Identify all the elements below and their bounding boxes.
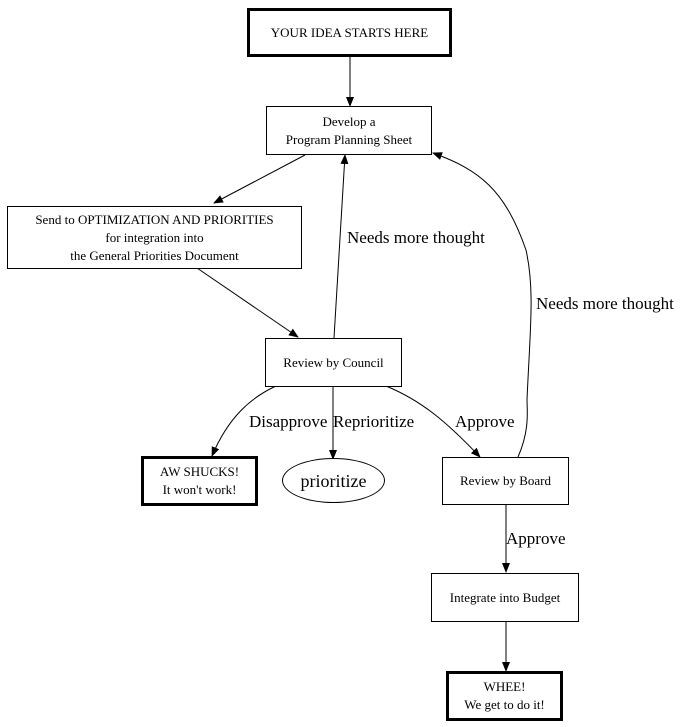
node-budget[interactable]: Integrate into Budget bbox=[431, 573, 579, 622]
edge-council-to-aw bbox=[211, 385, 277, 457]
node-start[interactable]: YOUR IDEA STARTS HERE bbox=[247, 8, 452, 57]
node-prioritize[interactable]: prioritize bbox=[282, 458, 385, 503]
node-develop[interactable]: Develop a Program Planning Sheet bbox=[266, 106, 432, 155]
node-council[interactable]: Review by Council bbox=[265, 338, 402, 387]
edge-send-to-council bbox=[196, 267, 299, 338]
node-send-line-2: for integration into bbox=[105, 229, 204, 245]
node-prioritize-line: prioritize bbox=[300, 470, 367, 491]
edge-council-to-board bbox=[385, 385, 481, 458]
node-whee-line-2: We get to do it! bbox=[464, 697, 545, 712]
node-board[interactable]: Review by Board bbox=[442, 457, 569, 505]
edge-label-board-to-develop: Needs more thought bbox=[536, 294, 674, 313]
node-whee[interactable]: WHEE! We get to do it! bbox=[446, 671, 563, 721]
node-develop-line-1: Develop a bbox=[322, 113, 376, 129]
node-aw-shucks-line-2: It won't work! bbox=[162, 482, 237, 497]
node-whee-line-1: WHEE! bbox=[483, 679, 526, 694]
edge-label-council-to-aw: Disapprove bbox=[249, 412, 328, 431]
node-budget-line: Integrate into Budget bbox=[449, 589, 561, 605]
edge-develop-to-send bbox=[213, 154, 306, 204]
node-send-line-3: the General Priorities Document bbox=[70, 247, 239, 263]
node-aw-shucks-line-1: AW SHUCKS! bbox=[159, 464, 240, 479]
node-council-line: Review by Council bbox=[283, 354, 384, 370]
edge-label-council-to-develop: Needs more thought bbox=[347, 228, 485, 247]
node-aw-shucks[interactable]: AW SHUCKS! It won't work! bbox=[141, 456, 258, 506]
edge-label-board-to-budget: Approve bbox=[506, 529, 566, 548]
edge-council-to-develop bbox=[333, 154, 349, 339]
node-board-line: Review by Board bbox=[460, 473, 551, 488]
edge-label-council-to-board: Approve bbox=[455, 412, 515, 431]
node-send-line-1: Send to OPTIMIZATION AND PRIORITIES bbox=[35, 211, 274, 227]
node-start-line: YOUR IDEA STARTS HERE bbox=[270, 24, 429, 40]
edge-label-council-to-prioritize: Reprioritize bbox=[333, 412, 415, 431]
node-develop-line-2: Program Planning Sheet bbox=[285, 131, 413, 147]
node-send[interactable]: Send to OPTIMIZATION AND PRIORITIES for … bbox=[7, 206, 302, 269]
edge-board-to-develop bbox=[432, 152, 532, 458]
